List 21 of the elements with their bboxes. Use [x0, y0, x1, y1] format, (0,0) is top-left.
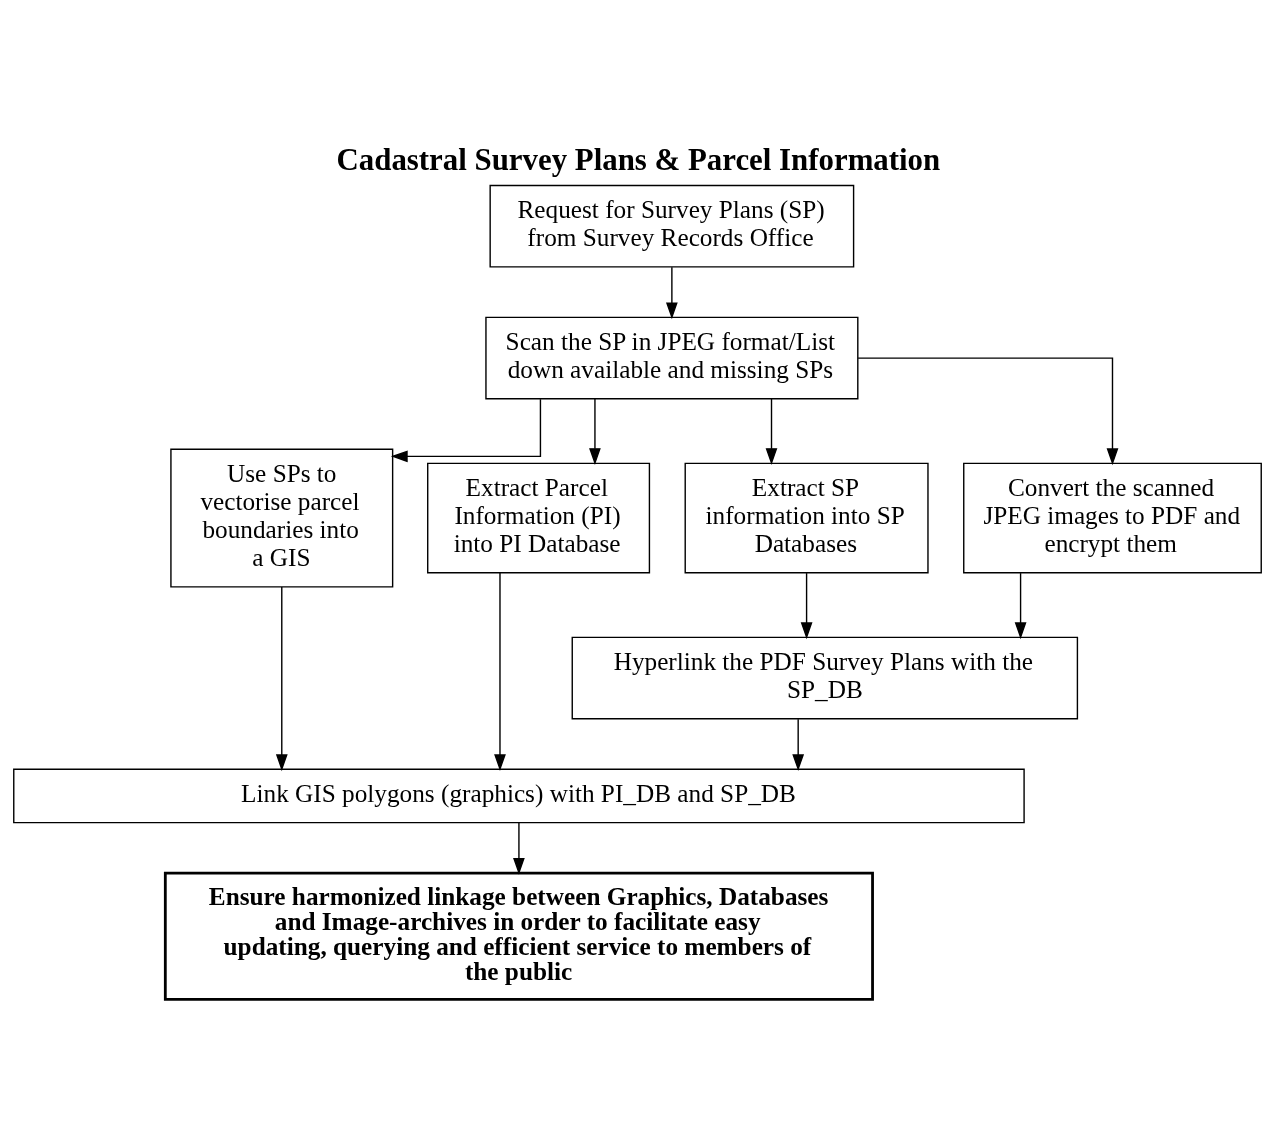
node-box: Link GIS polygons (graphics) with PI_DB and SP_DB	[13, 768, 1025, 824]
arrow	[765, 398, 778, 465]
arrow	[390, 398, 542, 463]
node-box: Ensure harmonized linkage between Graphics, Databases and Image-archives in order to facilitate easy updating, querying and efficient service to members of the public	[163, 871, 874, 1001]
node-box: Request for Survey Plans (SP) from Survey Records Office	[489, 184, 855, 268]
node-box: Scan the SP in JPEG format/List down available and missing SPs	[485, 316, 859, 400]
arrow	[792, 718, 805, 772]
arrow	[857, 357, 1119, 466]
arrow	[275, 586, 288, 772]
diagram-title: Cadastral Survey Plans & Parcel Information	[336, 141, 941, 177]
arrow	[1014, 572, 1027, 640]
node-box: Convert the scanned JPEG images to PDF and encrypt them	[963, 462, 1262, 574]
node-box: Use SPs to vectorise parcel boundaries into a GIS	[170, 448, 394, 588]
node-box: Hyperlink the PDF Survey Plans with the SP_DB	[571, 636, 1079, 720]
node-box: Extract SP information into SP Databases	[684, 462, 929, 574]
node-box: Extract Parcel Information (PI) into PI Database	[427, 462, 651, 574]
arrow	[666, 266, 678, 320]
arrow	[800, 572, 813, 640]
arrow	[494, 572, 506, 772]
arrow	[589, 398, 601, 465]
arrow	[513, 822, 525, 875]
